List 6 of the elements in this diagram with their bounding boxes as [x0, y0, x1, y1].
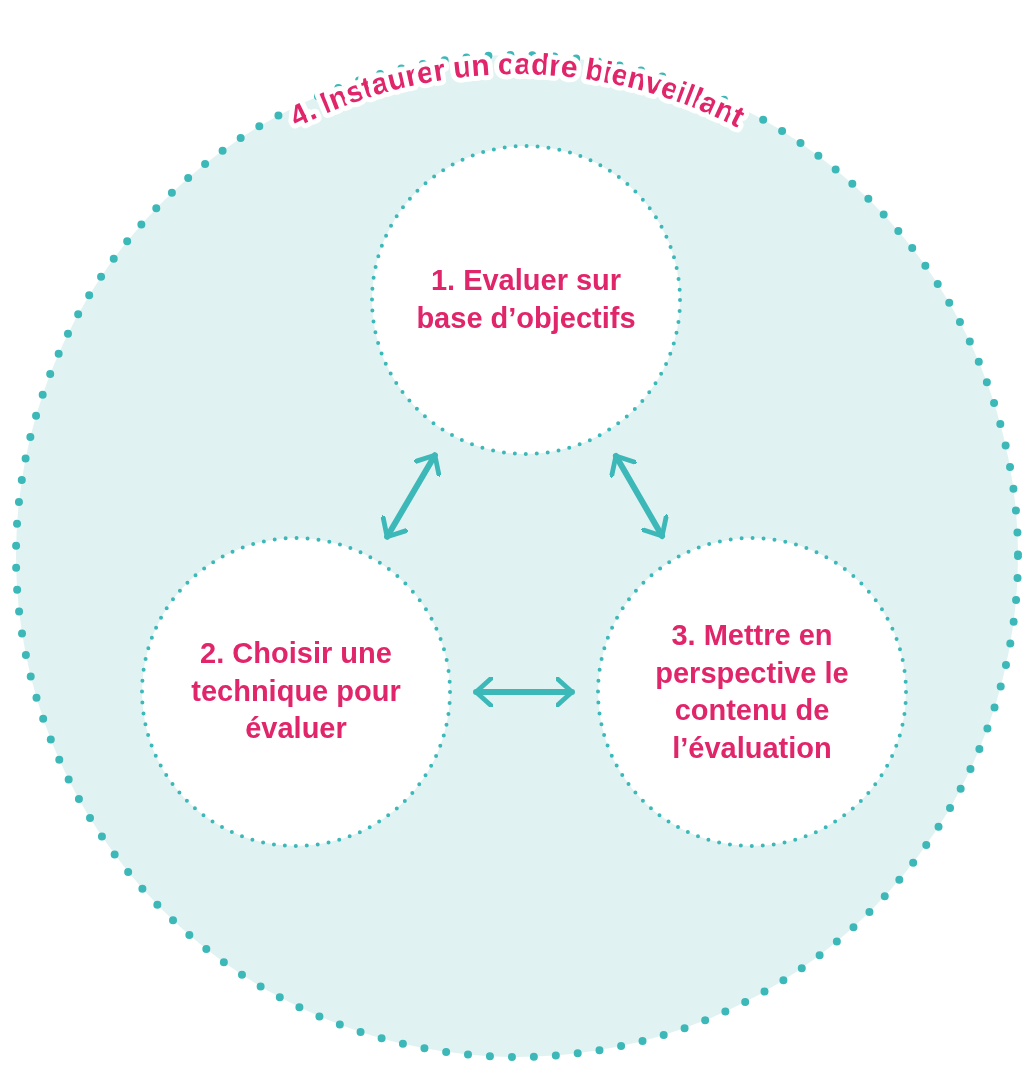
- double-arrow: [380, 452, 442, 540]
- circle-label: 2. Choisir une technique pour évaluer: [190, 636, 402, 747]
- double-arrow: [473, 676, 575, 708]
- double-arrow: [609, 452, 669, 540]
- circle-label: 1. Evaluer sur base d’objectifs: [415, 263, 637, 336]
- circle-label: 3. Mettre en perspective le contenu de l’évaluation: [654, 617, 850, 766]
